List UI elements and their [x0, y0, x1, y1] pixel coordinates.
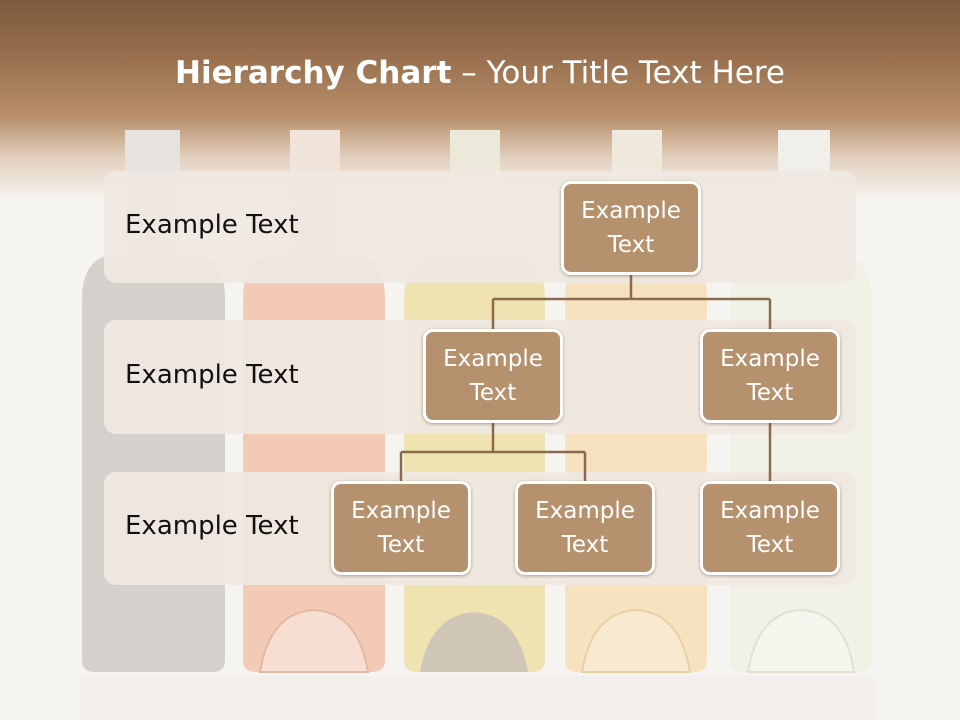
row-band-1: [104, 171, 856, 283]
node-root-line1: Example: [581, 198, 681, 224]
node-level2-left-line1: Example: [443, 346, 543, 372]
row-label-2: Example Text: [125, 360, 299, 390]
node-level2-left-line2: Text: [469, 380, 517, 406]
title-bold: Hierarchy Chart: [175, 55, 452, 91]
node-root-line2: Text: [607, 232, 655, 258]
node-level2-right-line2: Text: [746, 380, 794, 406]
node-level2-right-line1: Example: [720, 346, 820, 372]
page-title: Hierarchy Chart – Your Title Text Here: [0, 55, 960, 91]
node-level3-b-line2: Text: [561, 532, 609, 558]
row-label-1: Example Text: [125, 210, 299, 240]
node-level3-c-line2: Text: [746, 532, 794, 558]
node-level3-a-line2: Text: [377, 532, 425, 558]
node-level3-c-line1: Example: [720, 498, 820, 524]
row-label-3: Example Text: [125, 511, 299, 541]
title-rest: – Your Title Text Here: [451, 55, 785, 91]
node-level3-b-line1: Example: [535, 498, 635, 524]
node-level3-a-line1: Example: [351, 498, 451, 524]
